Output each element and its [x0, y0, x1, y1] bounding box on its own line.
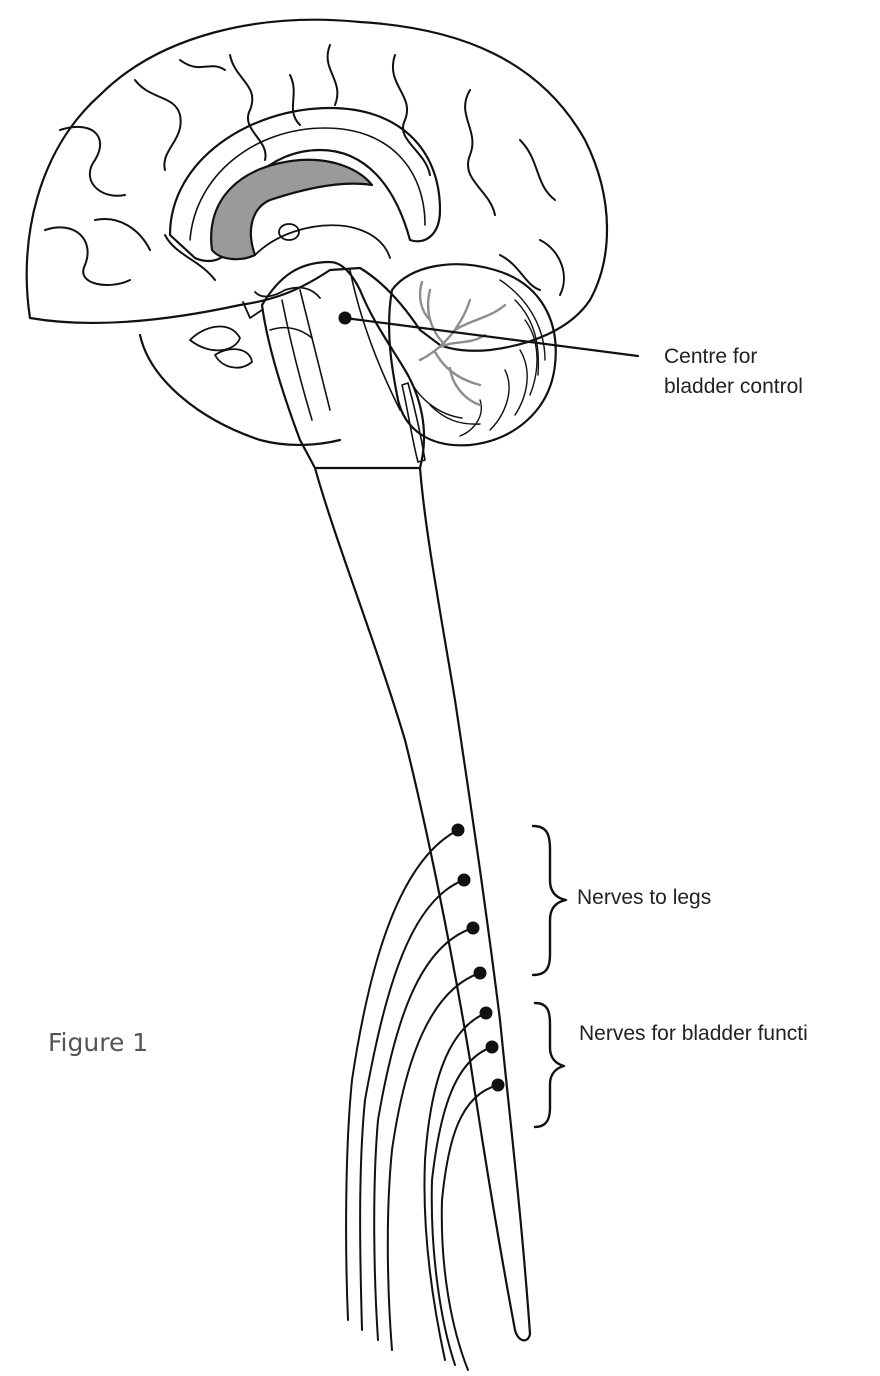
- bladder-brace: [535, 1003, 564, 1127]
- centre-label-line1: Centre for: [664, 342, 803, 372]
- lateral-ventricle: [211, 160, 372, 259]
- cerebellum-folia: [410, 280, 545, 436]
- spinal-cord: [315, 468, 530, 1340]
- legs-brace: [533, 826, 566, 975]
- leg-nerves: [346, 830, 480, 1350]
- leg-nerve-dots: [452, 824, 487, 980]
- figure-caption: Figure 1: [48, 1027, 148, 1059]
- cerebellum: [389, 264, 556, 445]
- centre-for-bladder-control-label: Centre for bladder control: [664, 342, 803, 402]
- temporal-lobe: [140, 335, 340, 445]
- nerves-for-bladder-function-label: Nerves for bladder functi: [579, 1020, 880, 1048]
- centre-label-line2: bladder control: [664, 372, 803, 402]
- arbor-vitae: [420, 282, 505, 405]
- bladder-nerves: [424, 1013, 498, 1370]
- thalamus-mark: [279, 224, 299, 240]
- nerves-to-legs-label: Nerves to legs: [577, 884, 711, 912]
